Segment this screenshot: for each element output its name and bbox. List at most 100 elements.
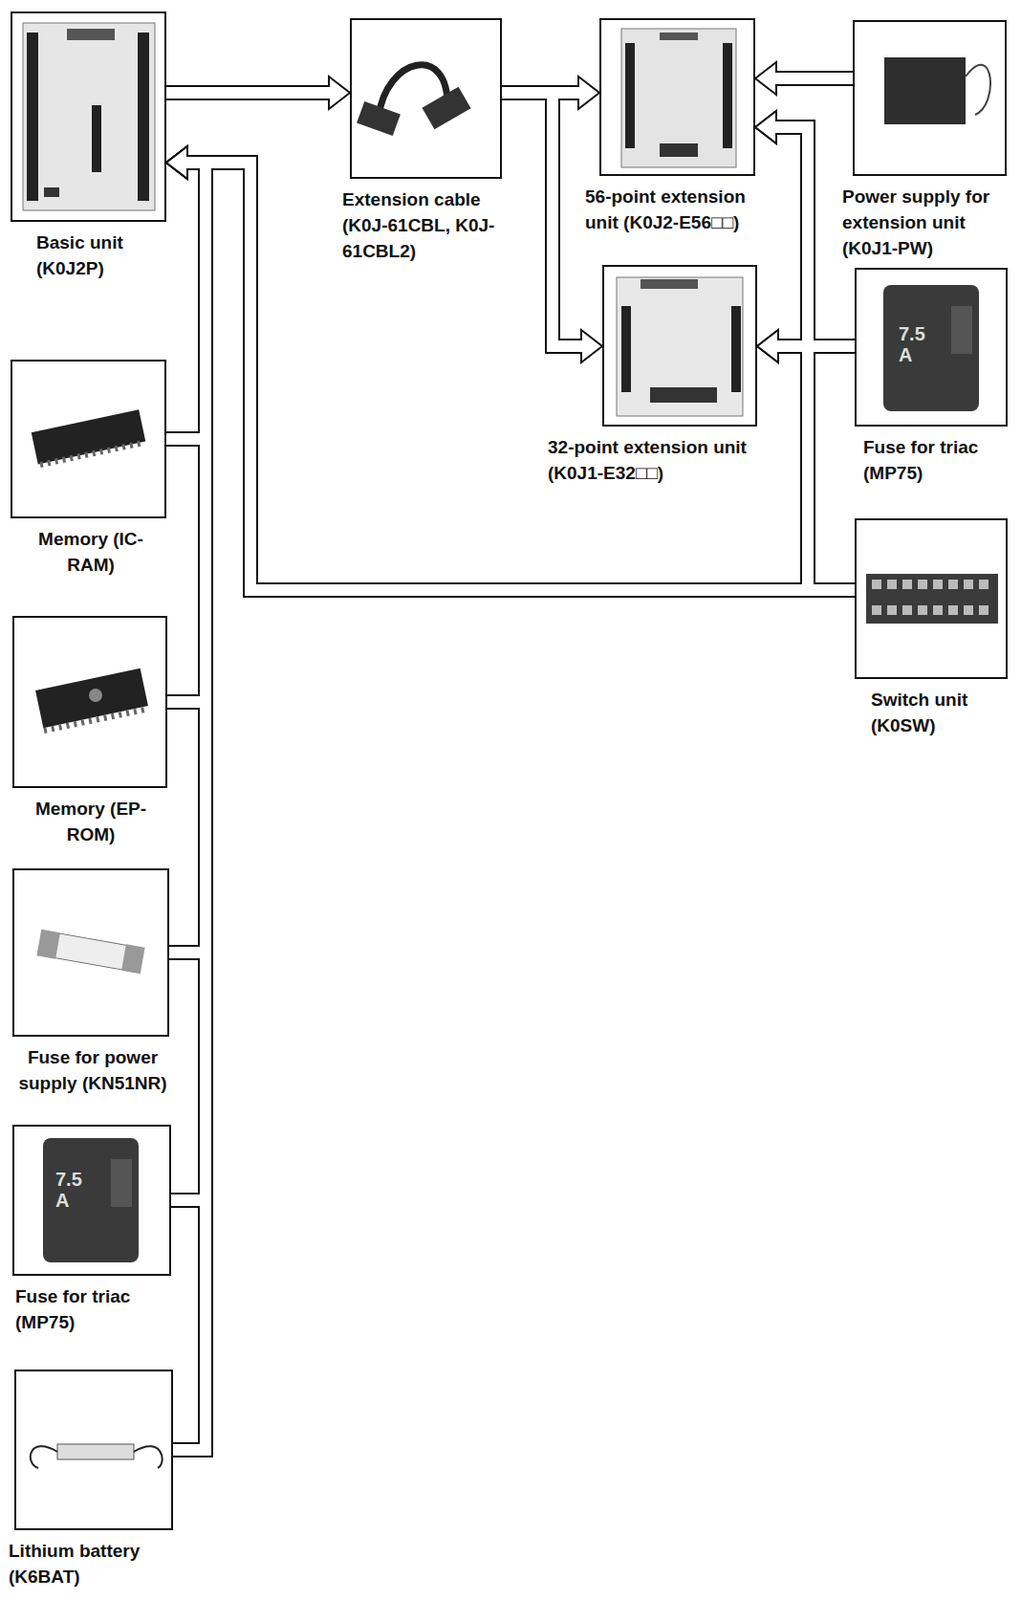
arrow-opening — [773, 72, 779, 85]
connector — [43, 187, 60, 197]
part-box: Lithium battery (K6BAT) — [14, 1368, 174, 1530]
arrow-opening — [184, 156, 190, 169]
part-box: 32-point extension unit (K0J1-E32□□) — [602, 264, 758, 427]
arrow-opening — [184, 156, 190, 169]
arrow-opening — [579, 340, 585, 352]
connector-hollow — [778, 346, 855, 590]
fuse-rating: 7.5 A — [898, 323, 932, 366]
battery-lead — [133, 1445, 163, 1468]
part-box: Basic unit (K0J2P) — [10, 11, 167, 222]
connector-hollow — [776, 72, 853, 85]
unit-photo — [621, 28, 737, 168]
battery-lead — [30, 1445, 58, 1468]
fuse-contact — [110, 1158, 132, 1207]
part-caption: Fuse for triac (MP75) — [15, 1282, 159, 1335]
part-box: Memory (IC-RAM) — [10, 359, 167, 519]
display-panel — [66, 28, 115, 41]
arrow-head — [755, 62, 777, 95]
terminal-strip — [621, 305, 631, 392]
arrow-head — [578, 76, 600, 109]
part-caption: Fuse for power supply (KN51NR) — [1, 1043, 184, 1096]
arrow-opening — [184, 156, 190, 169]
eprom-window — [88, 688, 103, 702]
terminal-strip — [137, 32, 150, 201]
unit-photo — [616, 277, 743, 416]
connector-outline — [778, 346, 855, 590]
logo-plate — [659, 32, 698, 41]
fuse-body — [883, 284, 979, 412]
connector-hollow — [173, 162, 206, 1450]
part-box: Fuse for triac (MP75) — [12, 1124, 172, 1276]
arrow-opening — [775, 340, 781, 352]
connector-outline — [166, 85, 329, 101]
part-caption: Lithium battery (K6BAT) — [8, 1537, 172, 1589]
terminal-strip — [625, 43, 635, 149]
connector — [659, 143, 698, 157]
part-caption: 56-point extension unit (K0J2-E56□□) — [585, 183, 762, 236]
terminal-strip — [26, 32, 39, 201]
cable-connector — [421, 86, 471, 131]
fuse-cap — [121, 943, 146, 974]
connector-hollow — [187, 162, 855, 590]
connector-hollow — [501, 92, 582, 347]
arrow-opening — [576, 86, 582, 99]
part-box: Extension cable (K0J-61CBL, K0J-61CBL2) — [349, 18, 502, 179]
connector-hollow — [166, 86, 329, 99]
part-box: Fuse for power supply (KN51NR) — [12, 868, 170, 1037]
battery-cell — [57, 1443, 134, 1459]
terminal-strip — [722, 43, 733, 149]
arrow-head — [166, 146, 188, 179]
arrow-opening — [184, 156, 190, 169]
part-caption: 32-point extension unit (K0J1-E32□□) — [547, 434, 778, 486]
cable-connector — [356, 101, 401, 136]
arrow-head — [755, 110, 777, 144]
switch-row — [871, 579, 995, 589]
power-board — [884, 57, 966, 125]
connector-hollow — [166, 162, 206, 439]
arrow-head — [757, 329, 779, 363]
arrow-head — [581, 329, 603, 363]
arrow-head — [328, 76, 350, 109]
arrow-head — [755, 110, 777, 144]
arrow-opening — [773, 121, 779, 133]
chip-pins — [43, 709, 146, 731]
arrow-head — [166, 146, 188, 179]
part-caption: Power supply for extension unit (K0J1-PW… — [842, 183, 1013, 261]
arrow-head — [757, 329, 779, 363]
arrow-opening — [184, 156, 190, 169]
arrow-head — [166, 146, 188, 179]
connector-outline — [501, 92, 582, 347]
arrow-head — [166, 146, 188, 179]
part-caption: Memory (IC-RAM) — [23, 525, 158, 578]
connector-outline — [776, 70, 853, 87]
arrow-head — [166, 146, 188, 179]
connector — [650, 387, 717, 403]
part-box: Power supply for extension unit (K0J1-PW… — [852, 20, 1007, 176]
arrow-opening — [775, 340, 781, 352]
part-box: 56-point extension unit (K0J2-E56□□) — [599, 18, 756, 176]
connector-outline — [173, 162, 206, 1450]
fuse-rating: 7.5 A — [55, 1168, 88, 1211]
part-caption: Fuse for triac (MP75) — [863, 434, 1007, 486]
fuse-cap — [36, 929, 61, 959]
terminal-strip — [731, 305, 741, 392]
part-caption: Switch unit (K0SW) — [870, 686, 1005, 739]
eprom-chip — [35, 668, 149, 728]
connector-hollow — [776, 127, 855, 347]
part-box: Memory (EP-ROM) — [12, 615, 168, 788]
arrow-opening — [773, 121, 779, 133]
part-box: Fuse for triac (MP75) — [854, 267, 1008, 427]
fuse-body — [43, 1137, 139, 1262]
part-caption: Memory (EP-ROM) — [23, 795, 158, 848]
glass-fuse — [36, 929, 145, 975]
logo-plate — [640, 279, 698, 289]
memory-slot — [91, 105, 102, 173]
switch-row — [871, 605, 995, 615]
arrow-head — [166, 146, 188, 179]
arrow-opening — [326, 86, 332, 99]
part-box: Switch unit (K0SW) — [854, 518, 1008, 679]
connector-outline — [187, 162, 855, 590]
ram-chip — [31, 409, 147, 464]
switch-block — [866, 573, 999, 624]
